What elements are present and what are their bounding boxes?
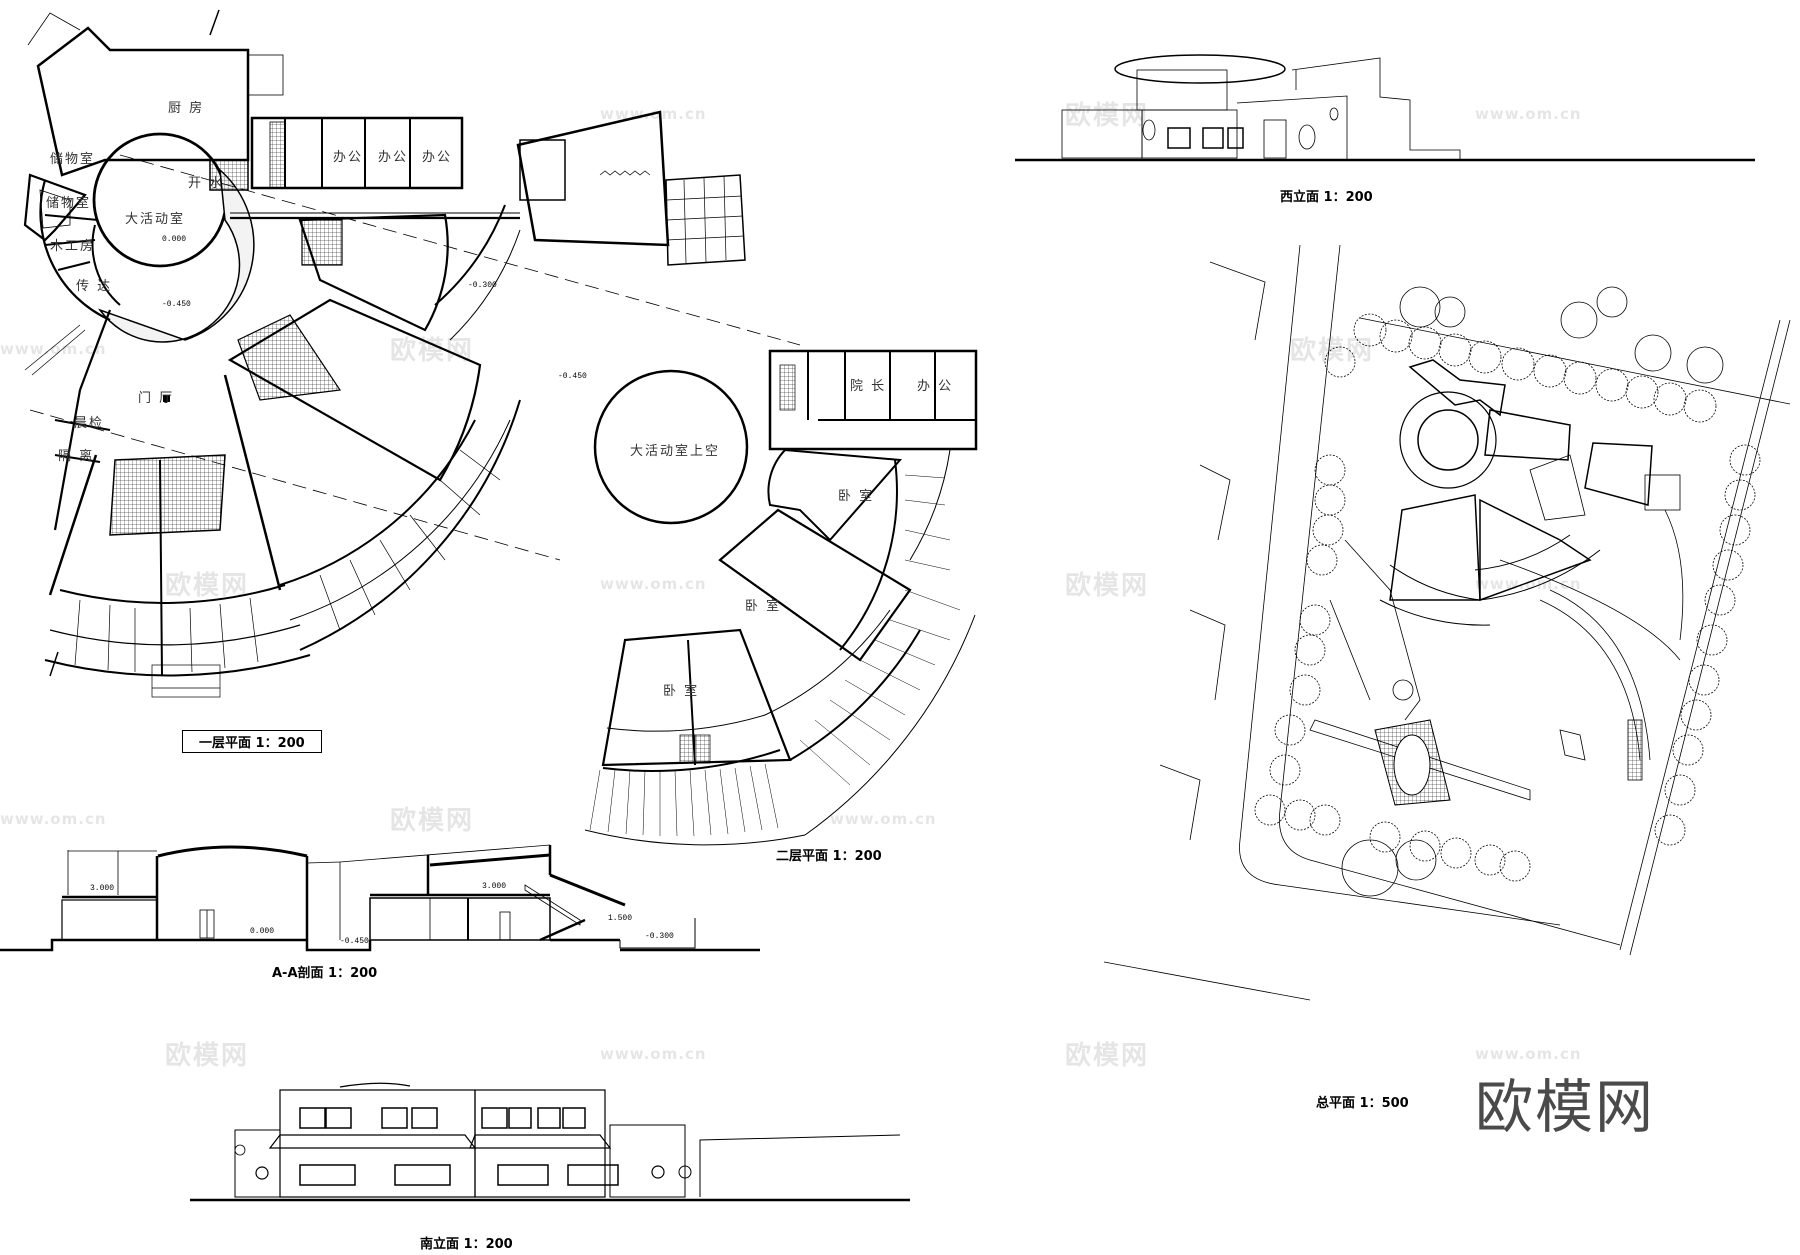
room-label-storage2: 储物室 [46,196,92,211]
room-label-office: 办 公 [917,379,954,394]
south-elevation-title: 南立面 1：200 [420,1237,513,1252]
floor2-title: 二层平面 1：200 [776,849,882,864]
section-aa [0,844,760,952]
floor1-plan [23,9,801,698]
watermark-url: www.om.cn [1475,1045,1582,1063]
watermark-logo: 欧模网 [165,571,250,601]
watermark-url: www.om.cn [600,1045,707,1063]
watermark-logo: 欧模网 [165,1041,250,1071]
room-label-hall: 大活动室 [125,212,186,227]
site-plan [1103,244,1791,1001]
west-elevation [1015,54,1755,162]
watermark-url: www.om.cn [0,810,107,828]
room-label-bedroom3: 卧 室 [663,684,700,699]
watermark-url: www.om.cn [830,810,937,828]
watermark-url: www.om.cn [600,105,707,123]
brand-logo: 欧模网 [1475,1073,1656,1141]
level-mark-outdoor: -0.450 [558,372,587,381]
site-plan-title: 总平面 1：500 [1316,1096,1409,1111]
section-level-5: 1.500 [608,914,633,923]
room-label-bedroom1: 卧 室 [838,489,875,504]
room-label-reception: 传 达 [76,279,113,294]
south-elevation [190,1082,910,1202]
room-label-kitchen: 厨 房 [168,101,205,116]
watermark-url: www.om.cn [1475,105,1582,123]
watermark-logo: 欧模网 [390,336,475,366]
floor1-title: 一层平面 1：200 [182,730,322,753]
room-label-office3: 办公 [422,150,453,165]
section-level-6: -0.300 [645,932,674,941]
section-aa-title: A-A剖面 1：200 [272,966,378,981]
section-level-2: 0.000 [250,927,275,936]
floor2-plan [584,349,978,846]
section-level-1: 3.000 [90,884,115,893]
watermark-url: www.om.cn [1475,575,1582,593]
level-mark-ramp: -0.300 [468,281,497,290]
room-label-office2: 办公 [378,150,409,165]
room-label-storage1: 储物室 [50,152,96,167]
level-mark-hall: 0.000 [162,235,187,244]
watermark-logo: 欧模网 [1290,336,1375,366]
room-label-bedroom2: 卧 室 [745,599,782,614]
room-label-director: 院 长 [850,379,887,394]
level-mark-corridor: -0.450 [162,300,191,309]
room-label-lobby: 门 厅 [138,391,175,406]
room-label-isolation: 隔 离 [58,449,95,464]
room-label-office1: 办公 [333,150,364,165]
watermark-logo: 欧模网 [1065,1041,1150,1071]
watermark-logo: 欧模网 [1065,101,1150,131]
watermark-url: www.om.cn [600,575,707,593]
section-level-3: -0.450 [340,937,369,946]
watermark-logo: 欧模网 [390,806,475,836]
room-label-water: 开 水 [188,176,225,191]
west-elevation-title: 西立面 1：200 [1280,190,1373,205]
tree-row-north [1254,313,1761,882]
watermark-url: www.om.cn [0,340,107,358]
room-label-morning-check: 晨检 [74,416,105,431]
site-building [1379,359,1681,626]
watermark-logo: 欧模网 [1065,571,1150,601]
room-label-void: 大活动室上空 [630,444,721,459]
room-label-carpentry: 木工房 [50,239,96,254]
section-level-4: 3.000 [482,882,507,891]
